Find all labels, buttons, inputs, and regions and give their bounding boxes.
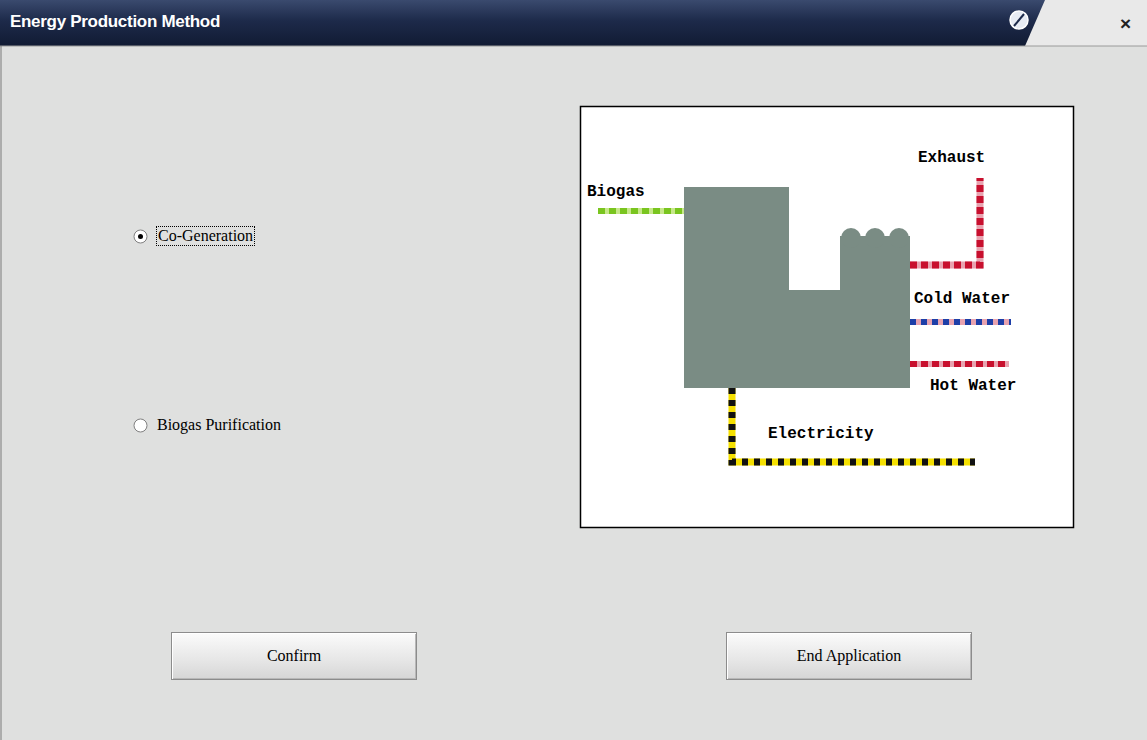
button-label: End Application <box>797 647 901 665</box>
push-button: Confirm <box>171 632 417 680</box>
cogeneration-unit <box>684 187 910 388</box>
titlebar <box>0 0 1045 46</box>
pipe-label: Hot Water <box>930 377 1016 395</box>
cold-water-pipe <box>910 322 1011 323</box>
exhaust-pipe <box>910 178 980 265</box>
pipe-label: Biogas <box>587 183 645 201</box>
window-border <box>1 46 2 740</box>
push-button: End Application <box>726 632 972 680</box>
picture-frame <box>581 107 1074 528</box>
biogas-pipe <box>598 211 684 212</box>
titlebar-edge <box>0 46 1147 47</box>
titlebar-ground <box>0 0 1147 46</box>
radio-button-selected <box>134 230 147 243</box>
pipe-label: Cold Water <box>914 290 1010 308</box>
button-label: Confirm <box>267 647 321 665</box>
hot-water-pipe <box>910 364 1009 365</box>
pipe-label: Electricity <box>768 425 874 443</box>
titlebar-icon <box>1010 11 1028 29</box>
pipe-label: Exhaust <box>918 149 985 167</box>
radio-label: Co-Generation <box>157 227 254 245</box>
radio-button <box>134 419 147 432</box>
radio-label: Biogas Purification <box>157 416 281 434</box>
electricity-cable <box>732 388 975 462</box>
window-title: Energy Production Method <box>10 12 220 32</box>
close-button: × <box>1120 13 1131 35</box>
